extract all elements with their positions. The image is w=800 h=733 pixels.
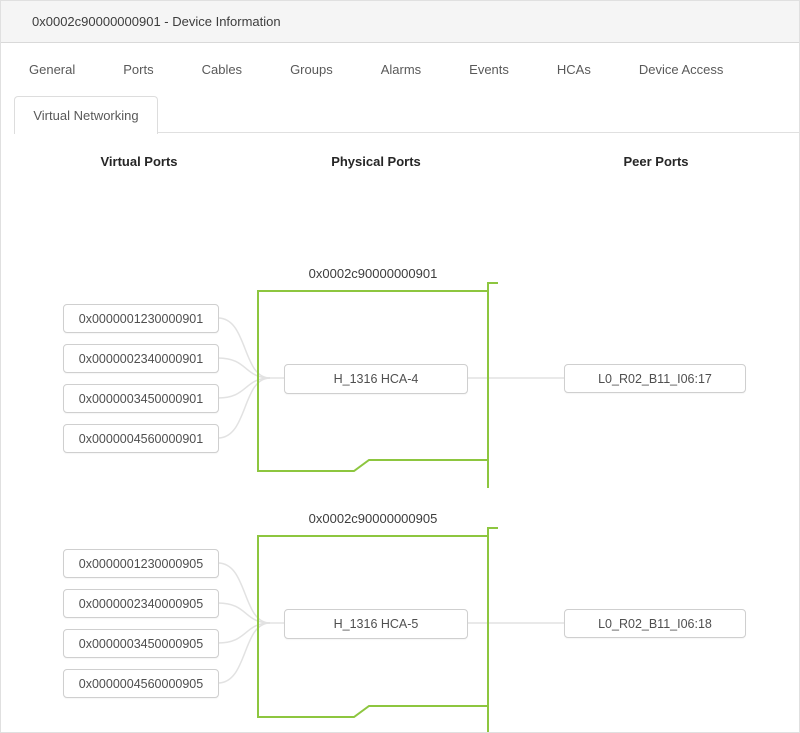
virtual-port-node[interactable]: 0x0000001230000905	[63, 549, 219, 578]
tab-events[interactable]: Events	[469, 62, 509, 77]
tab-general[interactable]: General	[29, 62, 76, 77]
device-outline-bracket	[487, 282, 498, 488]
virtual-port-link-curve	[217, 602, 271, 624]
virtual-port-link-curve	[217, 622, 271, 684]
column-header-physical-ports: Physical Ports	[331, 154, 421, 169]
peer-port-node[interactable]: L0_R02_B11_I06:18	[564, 609, 746, 638]
tab-device-access[interactable]: Device Access	[638, 62, 724, 77]
virtual-port-link-curve	[217, 317, 271, 379]
virtual-port-link-curve	[217, 357, 271, 379]
window-titlebar: 0x0002c90000000901 - Device Information	[1, 1, 799, 43]
tab-pane-divider	[156, 132, 799, 133]
virtual-port-node[interactable]: 0x0000003450000901	[63, 384, 219, 413]
tab-hcas[interactable]: HCAs	[556, 62, 591, 77]
tab-virtual-networking[interactable]: Virtual Networking	[14, 96, 158, 134]
tab-bar: General Ports Cables Groups Alarms Event…	[1, 43, 799, 96]
virtual-port-link-curve	[217, 377, 271, 399]
virtual-port-node[interactable]: 0x0000004560000905	[63, 669, 219, 698]
virtual-port-link-curve	[217, 622, 271, 644]
physical-port-node[interactable]: H_1316 HCA-5	[284, 609, 468, 639]
column-header-peer-ports: Peer Ports	[623, 154, 689, 169]
physical-port-node[interactable]: H_1316 HCA-4	[284, 364, 468, 394]
tab-ports[interactable]: Ports	[123, 62, 154, 77]
virtual-port-node[interactable]: 0x0000002340000901	[63, 344, 219, 373]
virtual-port-node[interactable]: 0x0000003450000905	[63, 629, 219, 658]
peer-port-node[interactable]: L0_R02_B11_I06:17	[564, 364, 746, 393]
column-header-virtual-ports: Virtual Ports	[100, 154, 178, 169]
virtual-port-node[interactable]: 0x0000002340000905	[63, 589, 219, 618]
virtual-port-link-curve	[217, 377, 271, 439]
virtual-port-node[interactable]: 0x0000001230000901	[63, 304, 219, 333]
tab-cables[interactable]: Cables	[201, 62, 243, 77]
virtual-port-link-curve	[217, 562, 271, 624]
window-title: 0x0002c90000000901 - Device Information	[32, 14, 281, 29]
device-outline-bracket	[487, 527, 498, 732]
physical-device-guid-label: 0x0002c90000000901	[308, 266, 438, 281]
physical-device-guid-label: 0x0002c90000000905	[308, 511, 438, 526]
virtual-port-node[interactable]: 0x0000004560000901	[63, 424, 219, 453]
tab-alarms[interactable]: Alarms	[380, 62, 422, 77]
tab-groups[interactable]: Groups	[290, 62, 333, 77]
